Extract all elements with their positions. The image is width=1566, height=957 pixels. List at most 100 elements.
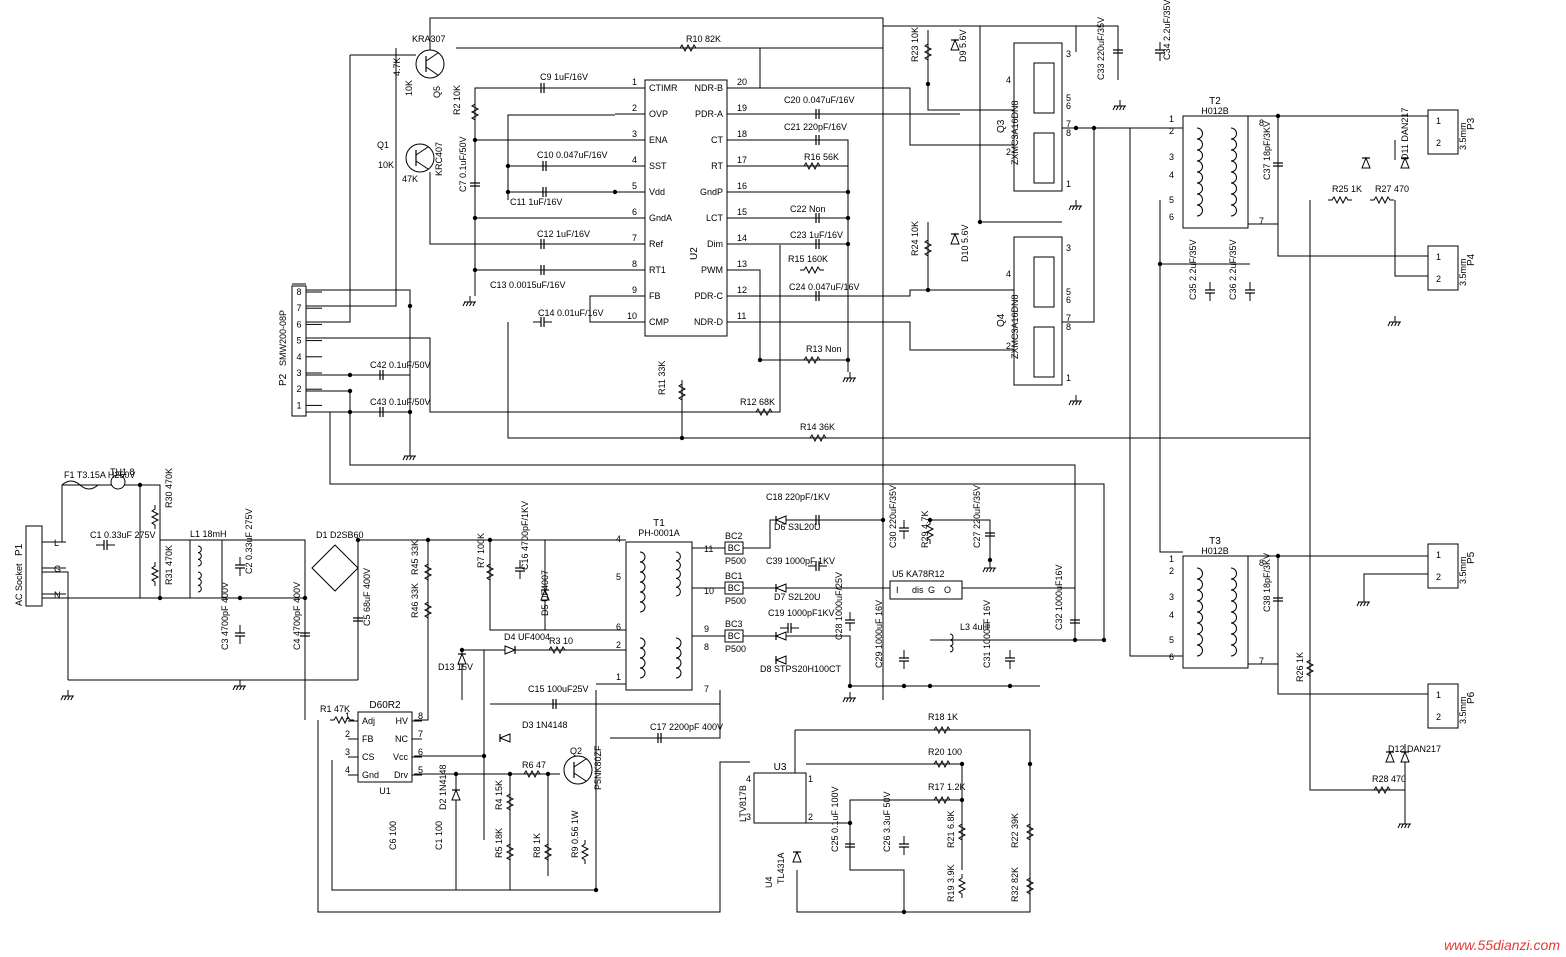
- junction-dot: [959, 797, 965, 803]
- u2-pin-number: 13: [737, 259, 747, 269]
- thermistor-th1: [110, 474, 126, 490]
- u1-pin-label: HV: [395, 716, 408, 726]
- jack-size: 3.5mm: [1458, 556, 1468, 584]
- mosfet-p: [1033, 62, 1055, 114]
- resistor: [923, 40, 933, 64]
- component-label: C24 0.047uF/16V: [789, 282, 860, 292]
- wire: [331, 760, 596, 891]
- resistor: [520, 769, 544, 779]
- bead-value: P500: [725, 556, 746, 566]
- junction-dot: [407, 303, 413, 309]
- wire: [1248, 223, 1428, 257]
- component-label: R18 1K: [928, 712, 958, 722]
- diode: [457, 652, 467, 665]
- xfmr-part: H012B: [1201, 106, 1229, 116]
- capacitor: [1205, 282, 1215, 301]
- capacitor: [1273, 155, 1283, 174]
- resistor: [930, 795, 954, 805]
- p2-pin-number: 7: [296, 303, 301, 313]
- resistor: [1370, 195, 1394, 205]
- xfmr-pin-number: 8: [1259, 558, 1264, 568]
- resistor: [676, 43, 700, 53]
- junction-dot: [987, 557, 993, 563]
- component-label: D6 S3L20U: [774, 522, 821, 532]
- winding: [639, 637, 646, 679]
- transistor-part: KRC407: [434, 142, 444, 176]
- junction-dot: [472, 267, 478, 273]
- mosfet-pin-number: 4: [1006, 75, 1011, 85]
- wire: [306, 289, 411, 450]
- wire: [306, 245, 781, 413]
- component-label: C17 2200pF 400V: [650, 722, 723, 732]
- jack-ref: P4: [1466, 253, 1477, 266]
- wire: [589, 295, 615, 323]
- u2-pin-label: RT: [711, 161, 723, 171]
- regulator-pin-label: I: [896, 585, 899, 595]
- xfmr-pin-number: 9: [704, 624, 709, 634]
- u2-pin-label: SST: [649, 161, 667, 171]
- u2-pin-number: 3: [632, 129, 637, 139]
- p2-pin-number: 1: [296, 400, 301, 410]
- u2-pin-number: 9: [632, 285, 637, 295]
- junction-dot: [237, 595, 243, 601]
- u2-pin-number: 8: [632, 259, 637, 269]
- u1-pin-label: FB: [362, 734, 374, 744]
- component-label: D13 15V: [438, 662, 473, 672]
- xfmr-pin-number: 7: [1259, 216, 1264, 226]
- xfmr-pin-number: 4: [1169, 170, 1174, 180]
- junction-dot: [925, 81, 931, 87]
- component-label: C20 0.047uF/16V: [784, 95, 855, 105]
- shunt-ref: U4: [764, 876, 774, 888]
- winding: [1196, 127, 1203, 217]
- opto-pin-number: 1: [808, 774, 813, 784]
- component-label: R16 56K: [804, 152, 839, 162]
- u2-pin-label: NDR-D: [694, 317, 723, 327]
- resistor: [1025, 874, 1035, 898]
- resistor: [423, 560, 433, 584]
- jack-pin-number: 2: [1436, 572, 1441, 582]
- component-label: C30 220uF/35V: [888, 485, 898, 548]
- junction-dot: [959, 761, 965, 767]
- component-label: R19 3.9K: [946, 864, 956, 902]
- junction-dot: [1027, 761, 1033, 767]
- p2-pin-number: 4: [296, 352, 301, 362]
- resistor: [800, 161, 824, 171]
- capacitor: [300, 625, 310, 644]
- ground-symbol: [1356, 596, 1370, 607]
- mosfet-pin-number: 2: [1006, 341, 1011, 351]
- ground-symbol: [232, 680, 246, 691]
- bead-value: P500: [725, 596, 746, 606]
- u2-pin-number: 2: [632, 103, 637, 113]
- p2-pin-number: 6: [296, 319, 301, 329]
- output-jack-p6: [1427, 683, 1459, 729]
- component-label: R46 33K: [410, 583, 420, 618]
- wire: [1129, 128, 1183, 657]
- jack-pin-number: 1: [1436, 550, 1441, 560]
- jack-ref: P6: [1466, 691, 1477, 704]
- junction-dot: [1101, 637, 1107, 643]
- output-jack-p5: [1427, 543, 1459, 589]
- resistor: [800, 355, 824, 365]
- bead-ref: BC3: [725, 619, 743, 629]
- component-label: D10 5.6V: [960, 224, 970, 262]
- u2-pin-label: CT: [711, 135, 723, 145]
- capacitor: [808, 239, 827, 249]
- capacitor: [650, 733, 669, 743]
- junction-dot: [757, 357, 763, 363]
- mosfet-pin-number: 3: [1066, 49, 1071, 59]
- component-label: R20 100: [928, 747, 962, 757]
- component-label: D9 5.6V: [958, 29, 968, 62]
- watermark: www.55dianzi.com: [1444, 937, 1560, 953]
- capacitor: [1155, 42, 1165, 61]
- capacitor: [899, 650, 909, 669]
- component-label: R8 1K: [532, 833, 542, 858]
- component-label: C31 1000uF 16V: [982, 600, 992, 668]
- wire: [429, 17, 884, 50]
- u2-ref: U2: [689, 247, 700, 260]
- winding: [675, 637, 682, 679]
- capacitor: [96, 540, 115, 550]
- junction-dot: [1007, 683, 1013, 689]
- wire: [507, 114, 615, 200]
- diode: [1400, 156, 1410, 169]
